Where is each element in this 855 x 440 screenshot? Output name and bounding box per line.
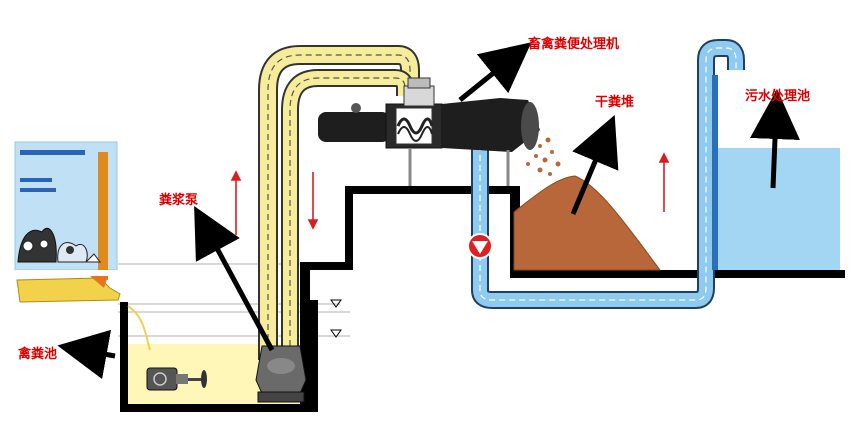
separator-label: 畜禽粪便处理机 [528, 36, 619, 52]
mixer [146, 367, 207, 391]
return-pipe [471, 39, 745, 309]
submersible-pump [255, 345, 307, 403]
motor-icon [153, 372, 167, 386]
livestock-shed [14, 141, 121, 303]
dry-pile-label: 干粪堆 [595, 94, 634, 110]
pointer-arrows [57, 42, 800, 380]
sewage-pool-label: 污水处理池 [745, 88, 810, 104]
sewage-pool [712, 75, 840, 270]
slurry-pump-label: 粪浆泵 [159, 192, 198, 208]
slurry-pipe [258, 45, 420, 360]
dry-manure-pile [513, 135, 661, 271]
level-marker-icon [330, 299, 342, 338]
livestock-group [17, 227, 101, 263]
manure-pit-label: 禽粪池 [17, 346, 57, 362]
check-valve-icon [467, 233, 493, 259]
separator-machine [318, 77, 540, 186]
